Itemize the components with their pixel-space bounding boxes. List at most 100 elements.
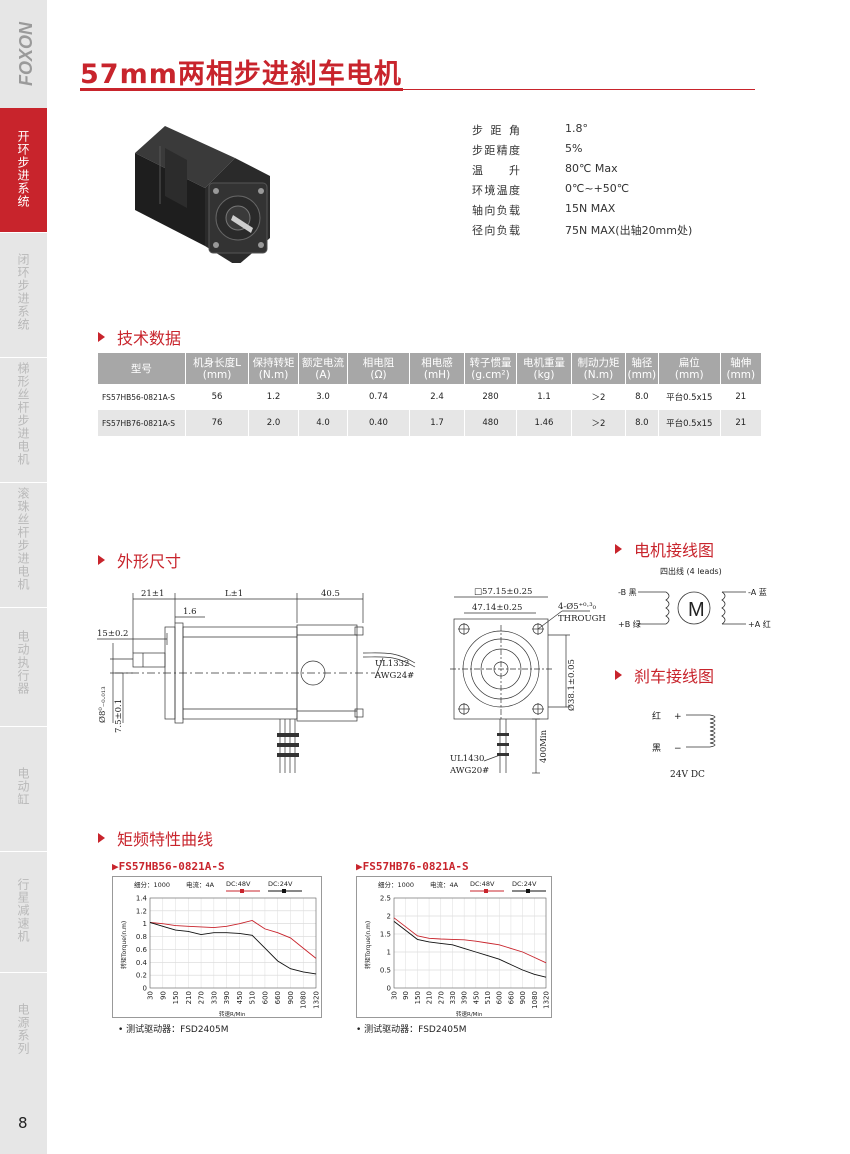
front-view-drawing: □57.15±0.25 47.14±0.25 4-Ø5⁺⁰·³₀ THROUGH… [450, 587, 606, 776]
section-tech-data: 技术数据 [98, 325, 181, 349]
table-header: 制动力矩(N.m) [571, 353, 626, 384]
table-cell: FS57HB56-0821A-S [98, 384, 186, 410]
x-tick-label: 600 [261, 991, 269, 1004]
brake-plus: + [674, 712, 682, 722]
table-cell: 76 [185, 410, 250, 436]
table-cell: 平台0.5x15 [658, 410, 721, 436]
sidebar-item-ball-screw[interactable]: 滚珠丝杆步进电机 [0, 483, 47, 607]
section-brake: 刹车接线图 [615, 663, 714, 687]
sidebar-item-open-loop[interactable]: 开环步进系统 [0, 108, 47, 232]
x-tick-label: 900 [519, 991, 527, 1004]
chart-subdivision: 细分：1000 [378, 880, 414, 889]
dim-flat: 7.5±0.1 [114, 699, 124, 733]
series-line-dc48 [393, 917, 547, 964]
brake-black: 黑 [652, 743, 661, 754]
table-cell: 1.46 [516, 410, 573, 436]
table-cell: 1.1 [516, 384, 573, 410]
y-tick-label: 0.2 [136, 972, 147, 980]
sidebar-item-label: 电动执行器 [16, 630, 30, 695]
dim-through: THROUGH [558, 614, 606, 624]
arrow-right-icon [98, 555, 105, 565]
y-tick-label: 1 [143, 920, 147, 928]
table-cell: ＞2 [571, 410, 626, 436]
table-cell: 3.0 [298, 384, 349, 410]
legend-marker-dc48 [240, 889, 244, 893]
motor-symbol: M [688, 599, 705, 621]
legend-marker-dc24 [282, 889, 286, 893]
table-header: 轴伸(mm) [720, 353, 763, 384]
y-tick-label: 0.6 [136, 946, 148, 954]
sidebar-item-gearbox[interactable]: 行星减速机 [0, 852, 47, 972]
table-cell: 1.7 [409, 410, 466, 436]
spec-value: 0℃~+50℃ [565, 182, 630, 195]
brake-voltage: 24V DC [670, 770, 705, 780]
table-header-row: 型号 机身长度L(mm) 保持转矩(N.m) 额定电流(A) 相电阻(Ω) 相电… [98, 353, 763, 384]
table-cell: 56 [185, 384, 250, 410]
table-cell: 0.40 [347, 410, 410, 436]
table-cell: 8.0 [625, 384, 659, 410]
series-line-dc24 [149, 921, 317, 975]
chart-frame [356, 876, 552, 1018]
series-line-dc24 [393, 921, 547, 978]
table-header: 电机重量(kg) [516, 353, 573, 384]
table-header: 机身长度L(mm) [185, 353, 250, 384]
section-title: 技术数据 [117, 329, 182, 348]
chart-2-title: ▶FS57HB76-0821A-S [356, 860, 469, 873]
legend-marker-dc48 [484, 889, 488, 893]
lead-b-minus: -B 黑 [618, 588, 637, 597]
y-tick-label: 1.4 [136, 895, 148, 903]
dim-40-5: 40.5 [321, 589, 340, 599]
dim-pitch: 47.14±0.25 [472, 603, 522, 613]
chart-1-note: • 测试驱动器：FSD2405M [118, 1025, 229, 1035]
spec-value: 1.8° [565, 122, 588, 135]
section-curve: 矩频特性曲线 [98, 826, 213, 850]
y-tick-label: 0.8 [136, 933, 147, 941]
x-tick-label: 210 [185, 991, 193, 1004]
dim-cable-length: 400Min [539, 729, 549, 763]
x-tick-label: 510 [249, 991, 257, 1004]
dim-holes: 4-Ø5⁺⁰·³₀ [558, 601, 597, 612]
spec-value: 80℃ Max [565, 162, 618, 175]
x-tick-label: 330 [210, 991, 218, 1004]
legend-dc24: DC:24V [512, 880, 537, 888]
table-header: 额定电流(A) [298, 353, 349, 384]
y-axis-label: 转矩Torque(n.m) [120, 921, 128, 969]
x-tick-label: 330 [449, 991, 457, 1004]
sidebar-item-closed-loop[interactable]: 闭环步进系统 [0, 233, 47, 357]
brake-diagram: 红 + 黑 − 24V DC [652, 710, 716, 780]
sidebar-item-trapezoid-screw[interactable]: 梯形丝杆步进电机 [0, 358, 47, 482]
title-rule [403, 89, 755, 90]
plot-area [393, 897, 547, 989]
table-cell: 480 [464, 410, 517, 436]
section-title: 矩频特性曲线 [117, 830, 214, 849]
arrow-right-icon [615, 544, 622, 554]
table-cell: 280 [464, 384, 517, 410]
x-tick-label: 270 [198, 991, 206, 1004]
x-tick-label: 1320 [313, 991, 321, 1009]
y-tick-label: 0.5 [380, 967, 391, 975]
table-cell: 1.2 [248, 384, 299, 410]
chart-frame [112, 876, 322, 1018]
sidebar-item-cylinder[interactable]: 电动缸 [0, 727, 47, 851]
chart-current: 电流：4A [186, 880, 215, 889]
sidebar-item-actuator[interactable]: 电动执行器 [0, 608, 47, 726]
sidebar: FOXON 开环步进系统 闭环步进系统 梯形丝杆步进电机 滚珠丝杆步进电机 电动… [0, 0, 47, 1154]
series-line-dc48 [149, 920, 317, 959]
chart-current: 电流：4A [430, 880, 459, 889]
table-header: 相电感(mH) [409, 353, 466, 384]
legend-dc48: DC:48V [226, 880, 251, 888]
x-tick-label: 600 [496, 991, 504, 1004]
motor-photo [135, 126, 270, 263]
table-header: 保持转矩(N.m) [248, 353, 299, 384]
x-axis-label: 转速R/Min [456, 1010, 483, 1018]
wiring-title: 四出线 (4 leads) [660, 567, 722, 576]
sidebar-item-power[interactable]: 电源系列 [0, 973, 47, 1097]
table-header: 型号 [98, 353, 186, 384]
lead-a-plus: +A 红 [748, 619, 771, 629]
spec-value: 75N MAX(出轴20mm处) [565, 224, 693, 237]
